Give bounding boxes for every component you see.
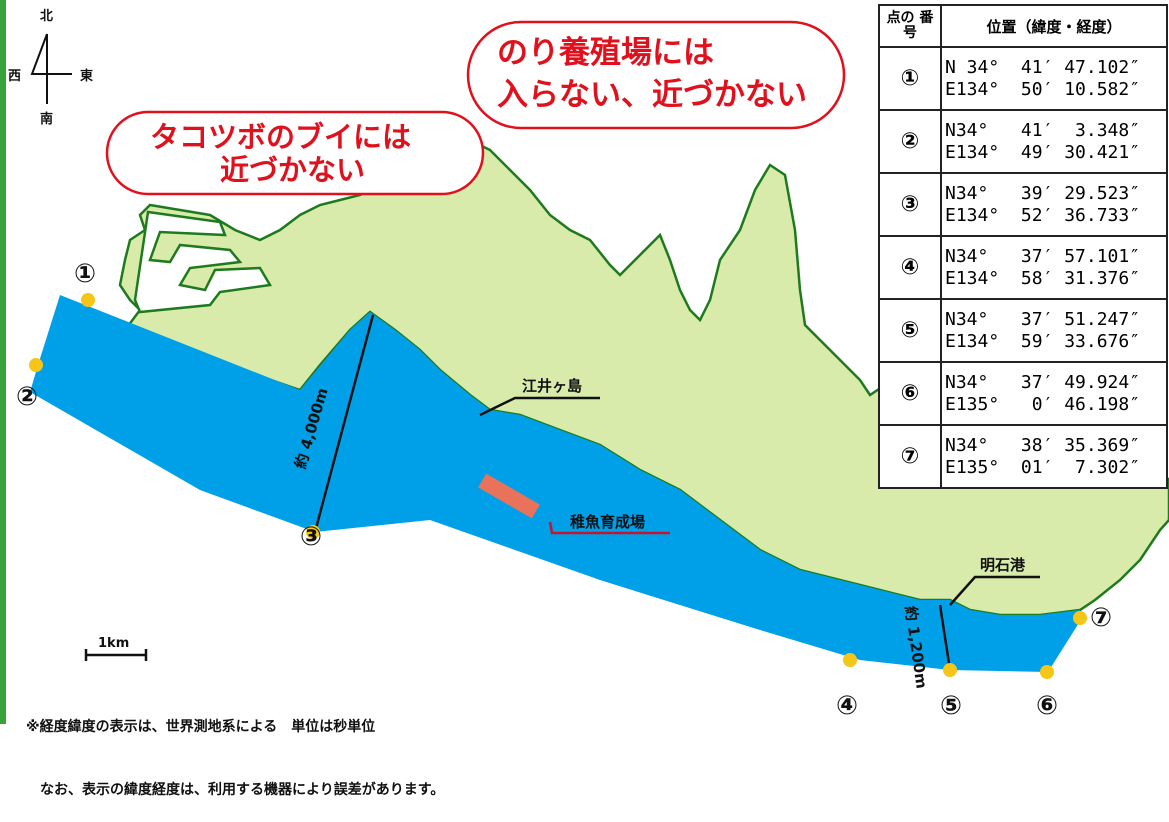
table-cell-id: ⑤ [878,298,942,363]
table-cell-lat: N 34° 41′ 47.102″ [945,56,1141,78]
nursery-marker [478,473,540,519]
table-cell-lon: E134° 50′ 10.582″ [945,78,1141,100]
table-cell-lat: N34° 37′ 51.247″ [945,308,1141,330]
compass-rose: 北 南 西 東 [8,9,93,127]
table-row: ② N34° 41′ 3.348″E134° 49′ 30.421″ [878,109,1168,174]
point-3-dot [306,525,320,539]
footnote: ※経度緯度の表示は、世界測地系による 単位は秒単位 なお、表示の緯度経度は、利用… [26,675,444,822]
compass-west: 西 [8,69,21,84]
island-leader-line [479,396,600,417]
table-row: ⑤ N34° 37′ 51.247″E134° 59′ 33.676″ [878,298,1168,363]
point-7-label: ⑦ [1090,603,1112,633]
callout-takotsubo-line1: タコツボのブイには [150,120,411,154]
port-label: 明石港 [980,556,1026,574]
point-3-label: ③ [300,522,322,552]
point-6-dot [1040,665,1054,679]
island-label: 江井ヶ島 [522,377,582,395]
table-row: ③ N34° 39′ 29.523″E134° 52′ 36.733″ [878,172,1168,237]
table-row: ⑥ N34° 37′ 49.924″E135° 0′ 46.198″ [878,361,1168,426]
point-2-label: ② [16,382,38,412]
compass-east: 東 [80,68,93,84]
point-1-dot [81,293,95,307]
table-cell-lat: N34° 38′ 35.369″ [945,434,1141,456]
table-cell-id: ③ [878,172,942,237]
boundary-points [29,293,1087,679]
point-4-dot [843,653,857,667]
point-1-label: ① [74,259,96,289]
table-cell-id: ① [878,46,942,111]
point-2-dot [29,358,43,372]
callout-takotsubo-line2: 近づかない [220,153,365,187]
harbor-inlet [133,210,273,314]
table-cell-lon: E135° 01′ 7.302″ [945,456,1141,478]
table-cell-lon: E134° 49′ 30.421″ [945,141,1141,163]
scale-label: 1km [98,636,129,651]
distance-line-1200 [938,604,952,671]
callout-nori-line2: 入らない、近づかない [497,77,807,113]
scale-bar: 1km [84,636,148,661]
table-cell-lat: N34° 41′ 3.348″ [945,119,1141,141]
table-cell-lon: E134° 59′ 33.676″ [945,330,1141,352]
point-5-label: ⑤ [940,691,962,721]
coordinate-table: 点の 番号 位置（緯度・経度） ① N 34° 41′ 47.102″E134°… [878,4,1168,489]
table-cell-id: ⑥ [878,361,942,426]
table-cell-lat: N34° 39′ 29.523″ [945,182,1141,204]
map: 約 4,000m 約 1,200m 江井ヶ島 稚魚育成場 明石港 北 南 西 東… [0,0,1169,724]
nursery-leader-line [548,521,670,535]
callout-takotsubo: タコツボのブイには 近づかない [105,110,485,196]
table-header-position: 位置（緯度・経度） [940,4,1168,48]
port-leader-line [949,575,1040,606]
callout-nori: のり養殖場には 入らない、近づかない [466,20,846,130]
table-row: ④ N34° 37′ 57.101″E134° 58′ 31.376″ [878,235,1168,300]
callout-nori-line1: のり養殖場には [497,35,714,71]
nursery-label: 稚魚育成場 [570,513,645,531]
footnote-line1: ※経度緯度の表示は、世界測地系による 単位は秒単位 [26,719,376,735]
table-cell-lon: E134° 58′ 31.376″ [945,267,1141,289]
compass-south: 南 [40,111,53,127]
table-header-number: 点の 番号 [878,4,942,48]
table-cell-lon: E134° 52′ 36.733″ [945,204,1141,226]
table-row: ⑦ N34° 38′ 35.369″E135° 01′ 7.302″ [878,424,1168,489]
table-cell-id: ④ [878,235,942,300]
point-6-label: ⑥ [1036,691,1058,721]
footnote-line2: なお、表示の緯度経度は、利用する機器により誤差があります。 [26,782,445,798]
point-5-dot [943,663,957,677]
distance-line-4000 [313,314,375,533]
table-row: ① N 34° 41′ 47.102″E134° 50′ 10.582″ [878,46,1168,111]
table-cell-id: ⑦ [878,424,942,489]
left-edge-strip [0,0,6,724]
table-cell-lat: N34° 37′ 57.101″ [945,245,1141,267]
table-cell-lat: N34° 37′ 49.924″ [945,371,1141,393]
point-7-dot [1073,611,1087,625]
table-cell-id: ② [878,109,942,174]
compass-north: 北 [40,9,53,24]
sea-area [30,295,1082,672]
point-4-label: ④ [836,691,858,721]
table-cell-lon: E135° 0′ 46.198″ [945,393,1141,415]
